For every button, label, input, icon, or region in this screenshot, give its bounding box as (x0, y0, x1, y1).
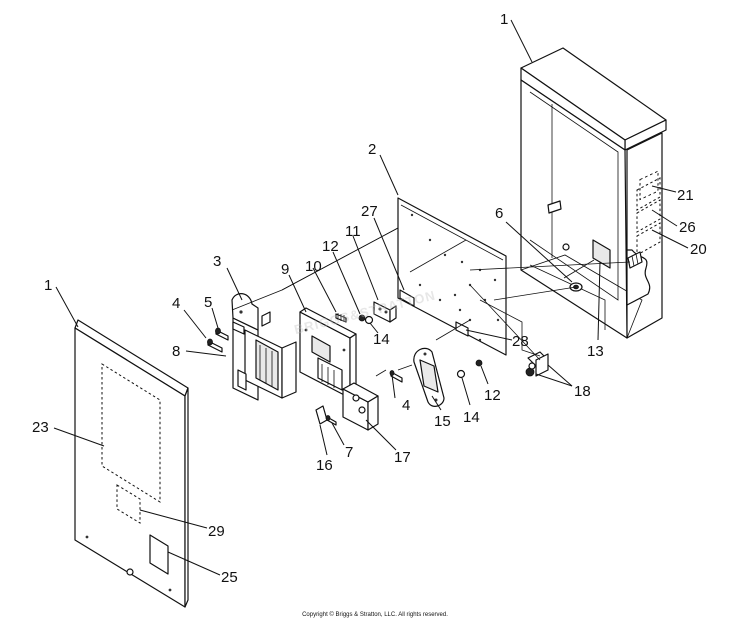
front-door-panel (74, 319, 189, 608)
callout-20: 20 (690, 241, 707, 258)
callout-27: 27 (361, 203, 378, 220)
callout-23: 23 (32, 419, 49, 436)
callout-17: 17 (394, 449, 411, 466)
callout-5: 5 (204, 294, 212, 311)
callout-29: 29 (208, 523, 225, 540)
callout-7: 7 (345, 444, 353, 461)
callout-labels: 1 1 2 3 4 4 5 6 7 8 9 10 11 12 12 13 14 (32, 11, 707, 586)
callout-12-lower: 12 (484, 387, 501, 404)
callout-13: 13 (587, 343, 604, 360)
callout-1-enclosure: 1 (500, 11, 508, 28)
callout-16: 16 (316, 457, 333, 474)
callout-15: 15 (434, 413, 451, 430)
breaker-bracket-assembly (231, 293, 297, 401)
callout-1-door: 1 (44, 277, 52, 294)
callout-14-upper: 14 (373, 331, 390, 348)
callout-12-upper: 12 (322, 238, 339, 255)
callout-2: 2 (368, 141, 376, 158)
copyright-notice: Copyright © Briggs & Stratton, LLC. All … (302, 612, 448, 618)
callout-9: 9 (281, 261, 289, 278)
callout-11: 11 (345, 223, 361, 240)
circuit-board (299, 307, 357, 399)
callout-4-lower: 4 (402, 397, 410, 414)
assembly-lines (231, 227, 631, 377)
mounting-plate (397, 197, 507, 356)
callout-8: 8 (172, 343, 180, 360)
callout-14-lower: 14 (463, 409, 480, 426)
enclosure-box (520, 47, 667, 339)
callout-6: 6 (495, 205, 503, 222)
callout-3: 3 (213, 253, 221, 270)
hardware-items (207, 301, 549, 431)
callout-4-upper: 4 (172, 295, 180, 312)
callout-10: 10 (305, 258, 322, 275)
callout-25: 25 (221, 569, 238, 586)
callout-18: 18 (574, 383, 591, 400)
callout-28: 28 (512, 333, 529, 350)
callout-26: 26 (679, 219, 696, 236)
callout-21: 21 (677, 187, 694, 204)
